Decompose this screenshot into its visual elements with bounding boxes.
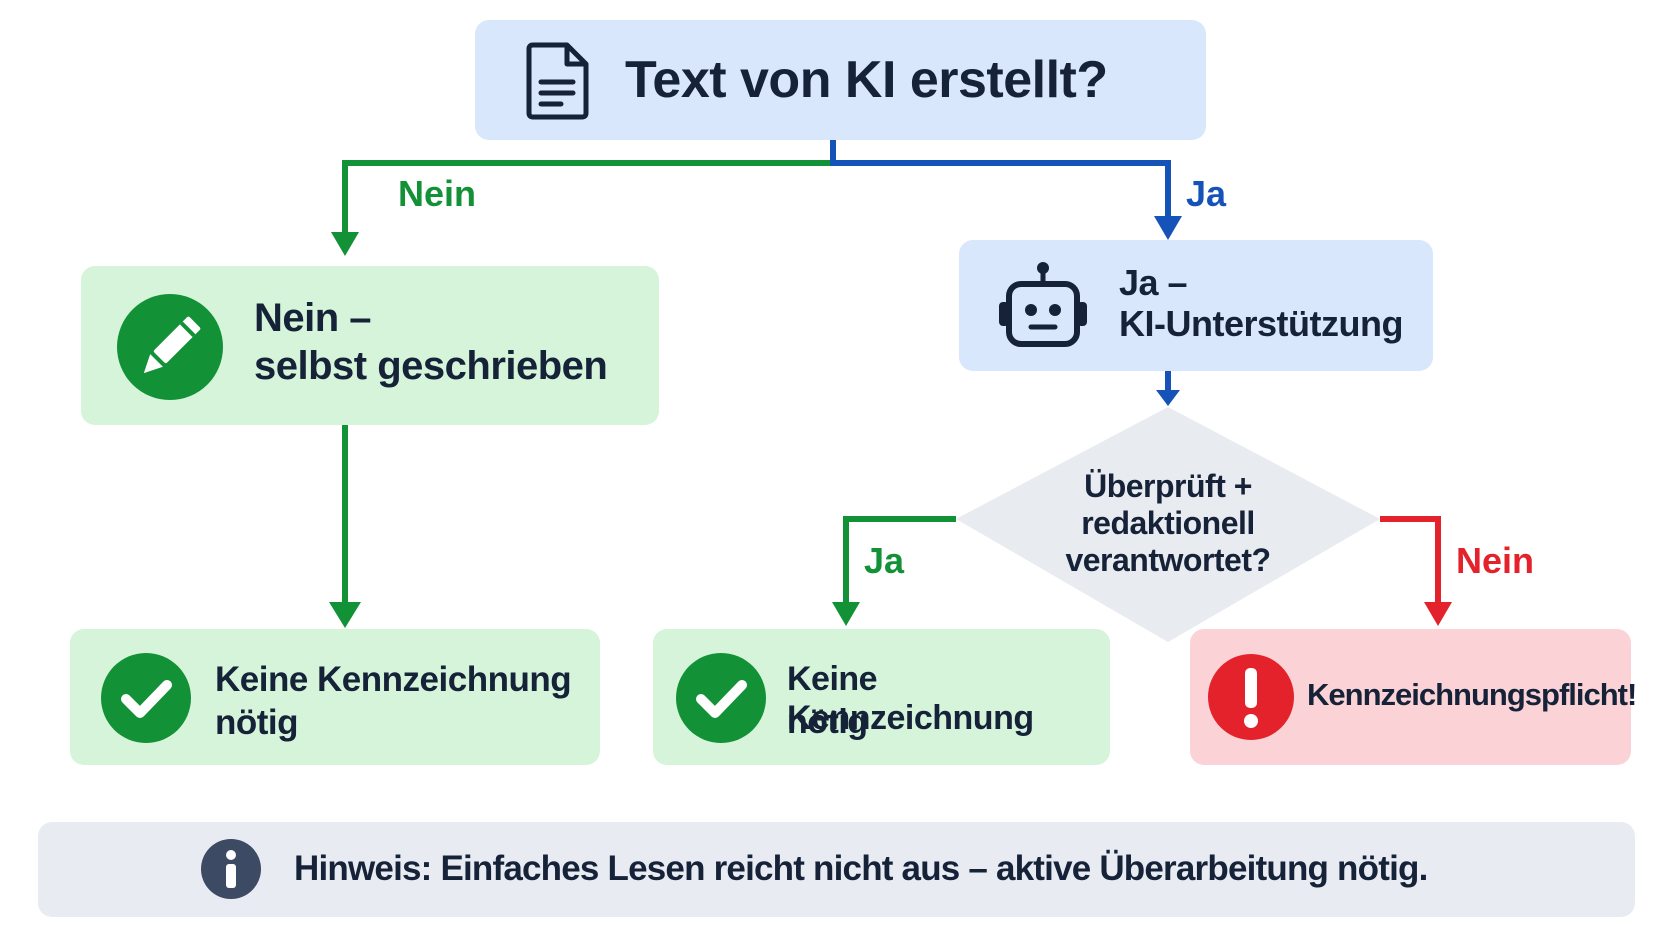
arrowhead-ai-to-decision: [1156, 390, 1180, 406]
result-mid-box: Keine Kennzeichnung nötig: [653, 629, 1110, 765]
connector-yes-right: [830, 140, 1171, 222]
self-written-line1: Nein –: [254, 296, 372, 340]
result-right-box: Kennzeichnungspflicht!: [1190, 629, 1637, 765]
decision-line3: verantwortet?: [1065, 542, 1271, 578]
note-bar: Hinweis: Einfaches Lesen reicht nicht au…: [38, 822, 1635, 917]
decision-line2: redaktionell: [1081, 505, 1255, 541]
result-left-line1: Keine Kennzeichnung: [215, 660, 572, 699]
arrowhead-no-left: [331, 232, 359, 256]
robot-icon: [999, 262, 1087, 347]
question-box: Text von KI erstellt?: [475, 20, 1206, 140]
info-icon: [201, 839, 261, 899]
pencil-icon: [117, 294, 223, 400]
result-mid-line1: Keine Kennzeichnung: [787, 660, 1034, 737]
checkmark-icon: [101, 653, 191, 743]
self-written-box: Nein – selbst geschrieben: [81, 266, 659, 425]
exclamation-icon: [1208, 654, 1294, 740]
self-written-line2: selbst geschrieben: [254, 344, 608, 388]
arrowhead-yes-right: [1154, 216, 1182, 240]
result-mid-line2: nötig: [787, 703, 868, 741]
note-text: Hinweis: Einfaches Lesen reicht nicht au…: [294, 849, 1428, 888]
result-left-box: Keine Kennzeichnung nötig: [70, 629, 600, 765]
arrowhead-self-to-result: [329, 602, 361, 628]
branch-label-yes: Ja: [1186, 173, 1227, 214]
decision-label-yes: Ja: [864, 540, 905, 581]
checkmark-icon: [676, 653, 766, 743]
decision-label-no: Nein: [1456, 540, 1535, 581]
decision-text: Überprüft + redaktionell verantwortet?: [1028, 468, 1308, 579]
ai-support-line1: Ja –: [1119, 262, 1188, 303]
result-left-line2: nötig: [215, 703, 299, 742]
connector-decision-yes: [843, 516, 956, 610]
connector-decision-no: [1380, 516, 1441, 610]
decision-line1: Überprüft +: [1084, 468, 1252, 504]
arrowhead-decision-yes: [832, 602, 860, 626]
ai-support-line2: KI-Unterstützung: [1119, 303, 1403, 344]
question-label: Text von KI erstellt?: [625, 51, 1108, 109]
document-icon: [526, 42, 589, 120]
branch-label-no: Nein: [398, 173, 477, 214]
result-right-label: Kennzeichnungspflicht!: [1307, 677, 1637, 712]
ai-support-box: Ja – KI-Unterstützung: [959, 240, 1433, 371]
decision-diamond: [956, 407, 1380, 642]
arrowhead-decision-no: [1424, 602, 1452, 626]
